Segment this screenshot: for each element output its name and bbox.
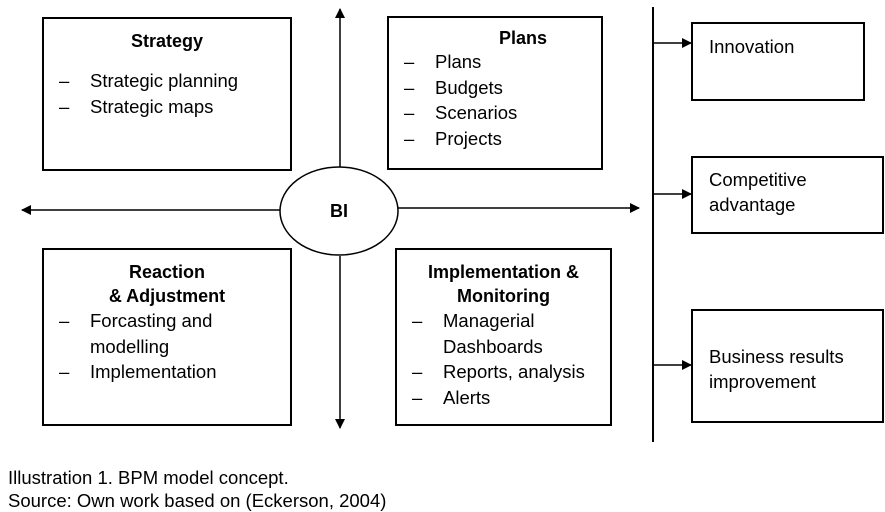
strategy-list: –Strategic planning –Strategic maps (44, 68, 290, 119)
caption-line-1: Illustration 1. BPM model concept. (8, 467, 289, 488)
plans-title: Plans (498, 28, 548, 48)
list-item: –Strategic maps (44, 94, 290, 120)
list-item: –Plans (389, 49, 601, 75)
list-item: –Reports, analysis (397, 359, 610, 385)
dash-marker: – (412, 386, 423, 408)
dash-marker: – (59, 310, 70, 331)
caption-line-2: Source: Own work based on (Eckerson, 200… (8, 490, 387, 511)
plans-box: Plans –Plans –Budgets –Scenarios –Projec… (387, 16, 603, 170)
implementation-title-line1: Implementation & (427, 262, 579, 282)
dash-marker: – (404, 76, 415, 98)
bi-ellipse (279, 166, 399, 256)
dash-marker: – (412, 310, 423, 331)
list-item: –Projects (389, 126, 601, 152)
strategy-title: Strategy (130, 31, 204, 51)
plans-list: –Plans –Budgets –Scenarios –Projects (389, 49, 601, 151)
outcome-label: Innovation (709, 36, 795, 57)
implementation-title-line2: Monitoring (457, 286, 550, 306)
list-item: –Scenarios (389, 100, 601, 126)
outcome-box-innovation: Innovation (691, 22, 865, 101)
dash-marker: – (412, 361, 423, 382)
reaction-title-line2: & Adjustment (108, 286, 226, 306)
list-item: –Alerts (397, 385, 610, 411)
dash-marker: – (59, 70, 70, 91)
bi-label: BI (330, 201, 348, 221)
dash-marker: – (404, 102, 415, 123)
dash-marker: – (404, 51, 415, 72)
reaction-title-line1: Reaction (128, 262, 206, 282)
dash-marker: – (59, 361, 70, 382)
list-item: –Budgets (389, 75, 601, 101)
strategy-box: Strategy –Strategic planning –Strategic … (42, 17, 292, 171)
list-item: –Implementation (44, 359, 290, 385)
dash-marker: – (404, 127, 415, 149)
dash-marker: – (59, 95, 70, 117)
list-item: –Strategic planning (44, 68, 290, 94)
